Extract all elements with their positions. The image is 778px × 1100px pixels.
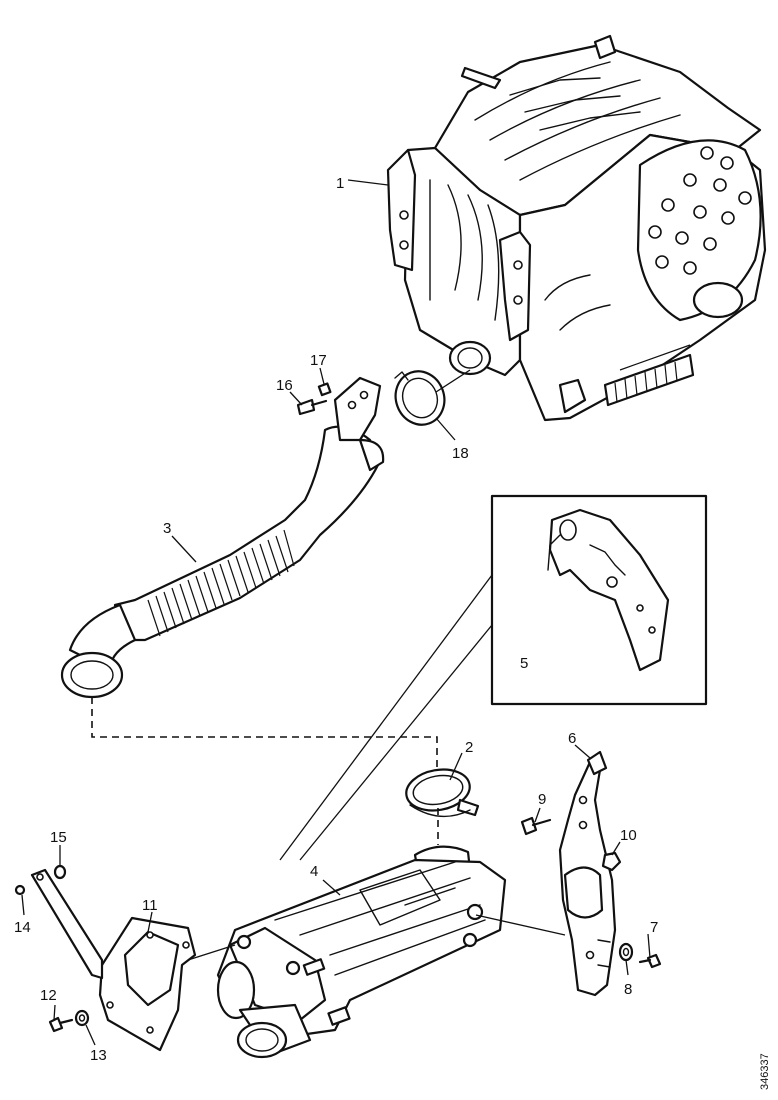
callout-8: 8 — [624, 981, 632, 998]
connection-lines — [91, 369, 566, 961]
callout-15: 15 — [50, 829, 67, 846]
callout-2: 2 — [465, 739, 473, 756]
callout-14: 14 — [14, 919, 31, 936]
callout-17: 17 — [310, 352, 327, 369]
callout-3: 3 — [163, 520, 171, 537]
callout-labels: 1 2 3 4 5 6 7 8 9 10 11 12 13 14 15 16 1… — [14, 175, 658, 1064]
part-11-plate — [98, 916, 197, 1052]
callout-leaders — [21, 179, 651, 1046]
callout-11: 11 — [142, 897, 158, 914]
callout-13: 13 — [90, 1047, 107, 1064]
part-9-bolt — [520, 816, 552, 836]
part-4-muffler — [216, 845, 507, 1059]
part-14-strap — [30, 868, 104, 980]
part-17-nut — [317, 382, 332, 397]
part-6-right-bracket — [558, 750, 617, 997]
part-16-bolt — [296, 398, 328, 416]
small-left-bolt — [14, 884, 26, 896]
part-8-washer — [618, 942, 634, 962]
callout-7: 7 — [650, 919, 658, 936]
part-3-flex-pipe — [60, 376, 385, 699]
callout-4: 4 — [310, 863, 318, 880]
callout-10: 10 — [620, 827, 637, 844]
part-15-nut — [53, 864, 67, 880]
part-13-washer — [74, 1009, 90, 1027]
callout-12: 12 — [40, 987, 57, 1004]
part-7-bolt — [638, 953, 662, 969]
part-18-clamp-ring — [394, 370, 446, 426]
callout-18: 18 — [452, 445, 469, 462]
part-10-nut — [601, 851, 622, 872]
drawing-reference-number: 346337 — [759, 1053, 771, 1090]
part-2-clamp — [405, 768, 480, 818]
part-12-bolt — [48, 1016, 74, 1033]
part-5-detail-box — [490, 494, 708, 706]
callout-9: 9 — [538, 791, 546, 808]
callout-5: 5 — [520, 655, 528, 672]
callout-6: 6 — [568, 730, 576, 747]
part-1-silencer-box — [386, 34, 767, 422]
callout-1: 1 — [336, 175, 344, 192]
callout-16: 16 — [276, 377, 293, 394]
